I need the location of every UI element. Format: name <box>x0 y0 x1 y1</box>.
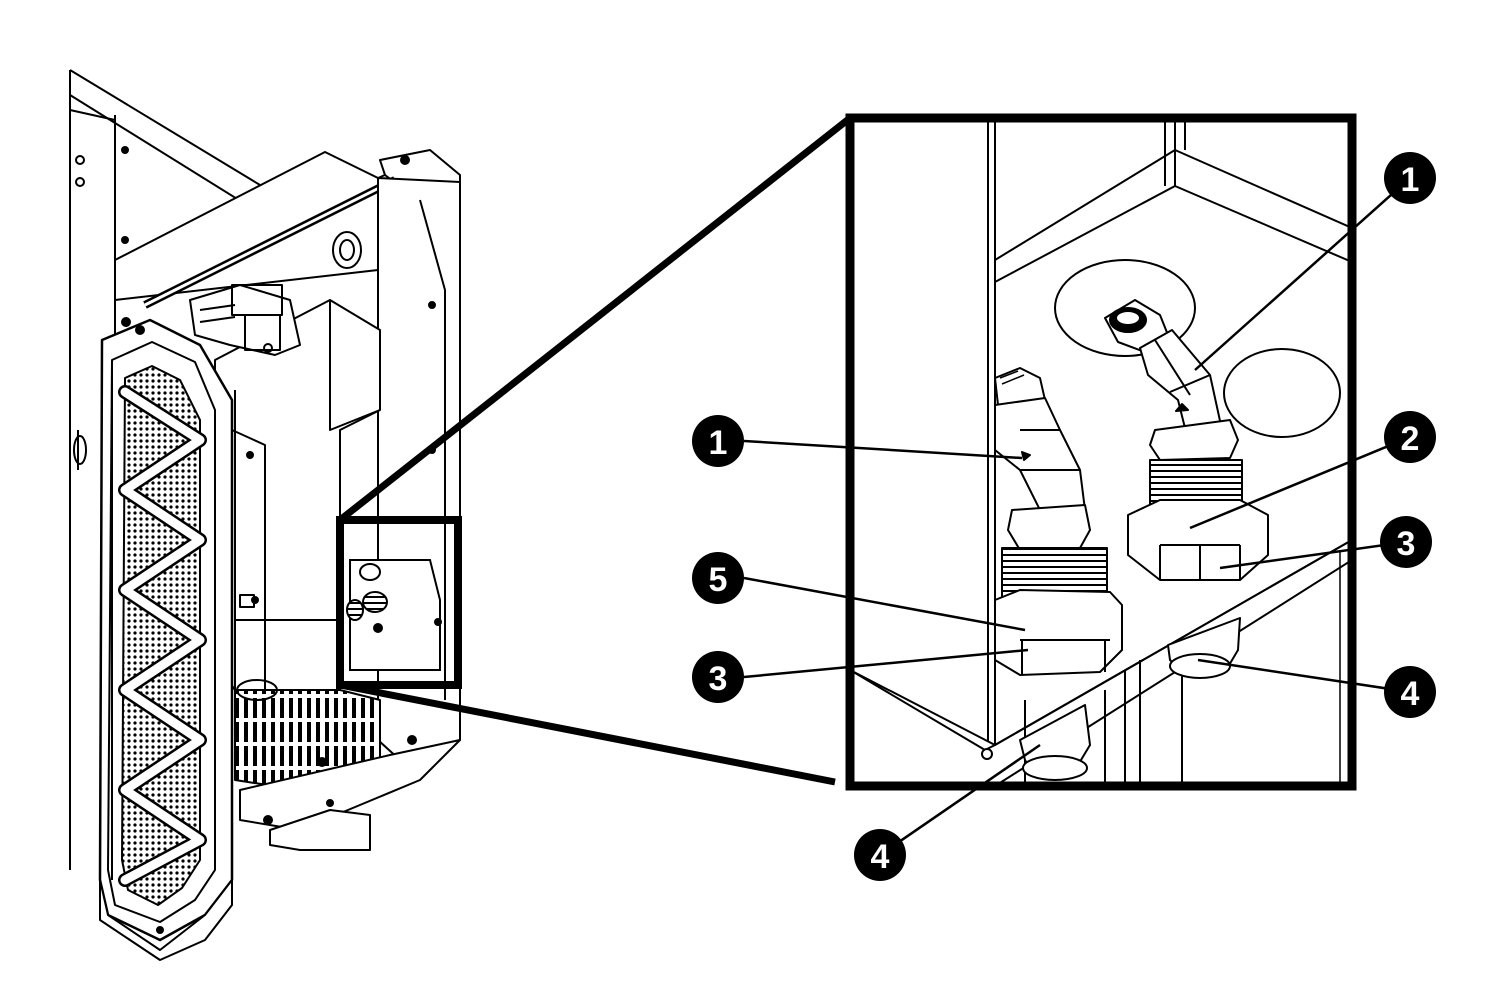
top-cover <box>114 149 461 380</box>
overall-unit-view <box>69 69 461 961</box>
callout-5: 5 <box>692 552 744 604</box>
zoom-region-marker <box>336 516 462 689</box>
callout-3-left: 3 <box>692 651 744 703</box>
marker-fittings <box>346 559 442 671</box>
zoom-structure <box>850 118 1352 786</box>
grille-door <box>98 317 234 961</box>
callout-label: 4 <box>871 838 890 876</box>
callout-markers: 1 5 3 4 1 2 3 4 <box>692 152 1436 881</box>
right-fitting <box>1104 299 1269 679</box>
left-fitting <box>994 367 1123 781</box>
bottom-tray <box>234 619 461 851</box>
contactor-relay <box>189 284 301 356</box>
callout-label: 1 <box>709 424 728 462</box>
callout-label: 5 <box>709 561 728 599</box>
callout-label: 2 <box>1401 420 1420 458</box>
zoom-detail-frame <box>845 113 1357 791</box>
panel-holes <box>1054 259 1341 438</box>
callout-4-bottom: 4 <box>854 829 906 881</box>
hinge-side <box>73 429 266 690</box>
callout-1-left: 1 <box>692 415 744 467</box>
callout-3-right: 3 <box>1380 516 1432 568</box>
right-frame-panel <box>377 177 461 761</box>
callout-label: 3 <box>1397 525 1416 563</box>
zoom-detail-content <box>850 118 1352 786</box>
zoom-leader-lines <box>337 115 853 786</box>
callout-1-right: 1 <box>1384 152 1436 204</box>
callout-4-right: 4 <box>1384 666 1436 718</box>
callout-2: 2 <box>1384 411 1436 463</box>
callout-label: 3 <box>709 660 728 698</box>
callout-leaders <box>743 177 1411 857</box>
callout-label: 1 <box>1401 161 1420 199</box>
callout-label: 4 <box>1401 675 1420 713</box>
